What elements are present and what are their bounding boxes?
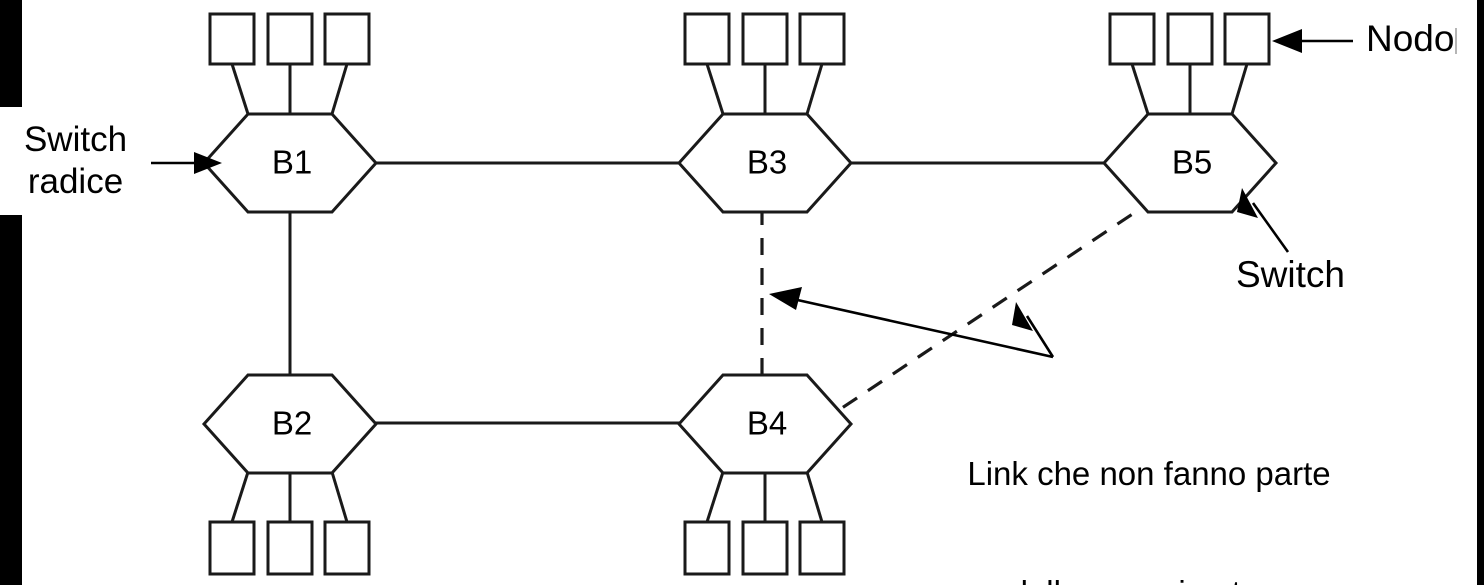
pointer-links-to-b4b5 <box>1012 302 1055 358</box>
switch-label-b5: B5 <box>1172 144 1212 181</box>
host-square-b1-2 <box>266 12 314 66</box>
switch-node-b1[interactable]: B1 <box>201 112 379 214</box>
host-square-b5-3 <box>1223 12 1271 66</box>
host-link-b1-1 <box>230 63 250 115</box>
host-square-b5-1 <box>1108 12 1156 66</box>
host-link-b1-3 <box>330 63 349 115</box>
host-group-b2 <box>208 471 371 576</box>
switch-node-b2[interactable]: B2 <box>201 373 379 475</box>
host-link-b2-3 <box>330 471 349 523</box>
host-square-b2-3 <box>323 520 371 576</box>
host-link-b3-1 <box>705 63 725 115</box>
host-group-b3 <box>683 12 846 115</box>
host-square-b2-1 <box>208 520 256 576</box>
callout-switch-radice-line2: radice <box>27 162 124 201</box>
host-square-b5-2 <box>1166 12 1214 66</box>
switch-label-b3: B3 <box>747 144 787 181</box>
callout-links-line2: dello spanning tree <box>953 573 1345 585</box>
host-link-b5-1 <box>1130 63 1150 115</box>
host-square-b2-2 <box>266 520 314 576</box>
pointer-links-to-b3b4 <box>769 287 1054 359</box>
host-square-b3-2 <box>741 12 789 66</box>
callout-switch-radice-line1: Switch <box>23 120 128 159</box>
callout-switch-radice: Switch radice <box>0 107 151 215</box>
host-link-b2-1 <box>230 471 250 523</box>
switch-label-b1: B1 <box>272 144 312 181</box>
host-group-b4 <box>683 471 846 576</box>
host-group-b5 <box>1108 12 1271 115</box>
host-link-b3-3 <box>805 63 824 115</box>
left-page-band <box>0 0 22 585</box>
callout-links-not-in-spanning-tree: Link che non fanno parte dello spanning … <box>953 375 1345 585</box>
callout-switch: Switch <box>1236 254 1345 295</box>
host-square-b4-3 <box>798 520 846 576</box>
callout-links-line1: Link che non fanno parte <box>967 455 1331 493</box>
host-link-b5-3 <box>1230 63 1249 115</box>
pointer-switch <box>1237 188 1290 253</box>
right-page-band <box>1477 0 1484 585</box>
right-tick-mark <box>1455 28 1457 54</box>
switch-label-b2: B2 <box>272 405 312 442</box>
host-square-b3-3 <box>798 12 846 66</box>
host-link-b4-1 <box>705 471 725 523</box>
pointer-switch-radice <box>143 152 222 174</box>
host-square-b4-1 <box>683 520 731 576</box>
host-group-b1 <box>208 12 371 115</box>
pointer-nodo <box>1272 29 1353 53</box>
switch-node-b4[interactable]: B4 <box>676 373 854 475</box>
switch-node-b5[interactable]: B5 <box>1101 112 1279 214</box>
host-square-b1-3 <box>323 12 371 66</box>
host-link-b4-3 <box>805 471 824 523</box>
link-b4-b5-dashed <box>817 205 1144 426</box>
switch-label-b4: B4 <box>747 405 787 442</box>
host-square-b3-1 <box>683 12 731 66</box>
switch-node-b3[interactable]: B3 <box>676 112 854 214</box>
callout-nodo: Nodo <box>1366 18 1455 59</box>
host-square-b4-2 <box>741 520 789 576</box>
host-square-b1-1 <box>208 12 256 66</box>
